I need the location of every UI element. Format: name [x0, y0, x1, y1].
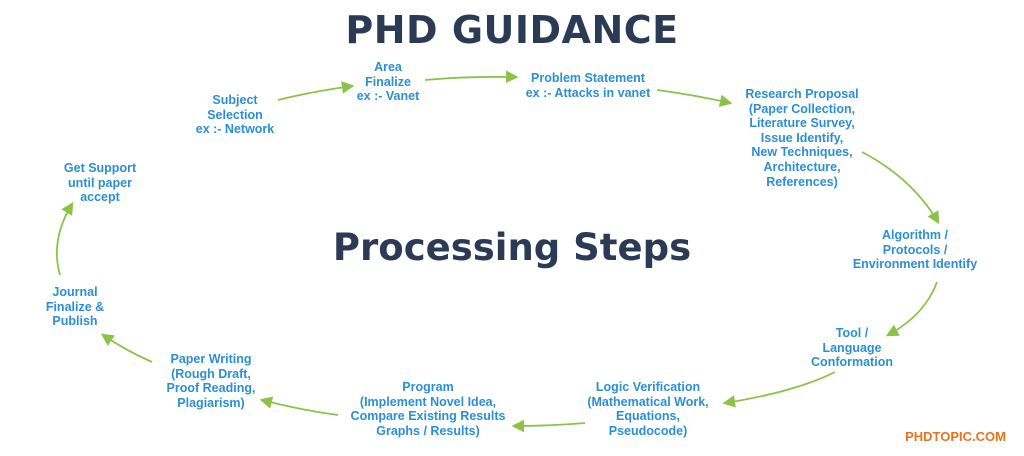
step-program: Program (Implement Novel Idea, Compare E…: [350, 380, 506, 438]
step-algorithm-protocols: Algorithm / Protocols / Environment Iden…: [852, 228, 978, 272]
arrow-program-to-paper: [259, 396, 339, 416]
arrow-journal-to-support: [55, 201, 74, 276]
step-paper-writing: Paper Writing (Rough Draft, Proof Readin…: [166, 352, 256, 410]
step-subject-selection: Subject Selection ex :- Network: [195, 93, 275, 137]
arrow-paper-to-journal: [100, 333, 153, 363]
step-journal-publish: Journal Finalize & Publish: [45, 285, 105, 329]
step-problem-statement: Problem Statement ex :- Attacks in vanet: [525, 71, 651, 100]
arrow-tool-to-logic: [722, 371, 836, 408]
step-research-proposal: Research Proposal (Paper Collection, Lit…: [745, 87, 859, 189]
arrow-subject-to-area: [277, 81, 355, 101]
step-logic-verification: Logic Verification (Mathematical Work, E…: [587, 380, 709, 438]
step-tool-language: Tool / Language Conformation: [811, 326, 893, 370]
arrow-proposal-to-algorithm: [861, 151, 940, 225]
arrow-logic-to-program: [511, 419, 586, 433]
brand-watermark: PHDTOPIC.COM: [905, 429, 1006, 444]
arrow-problem-to-proposal: [656, 89, 733, 107]
step-area-finalize: Area Finalize ex :- Vanet: [356, 60, 420, 104]
step-get-support: Get Support until paper accept: [63, 161, 137, 205]
arrow-area-to-problem: [424, 70, 519, 84]
center-label: Processing Steps: [332, 226, 692, 269]
arrow-algorithm-to-tool: [885, 281, 938, 337]
diagram-title: PHD GUIDANCE: [345, 8, 679, 52]
